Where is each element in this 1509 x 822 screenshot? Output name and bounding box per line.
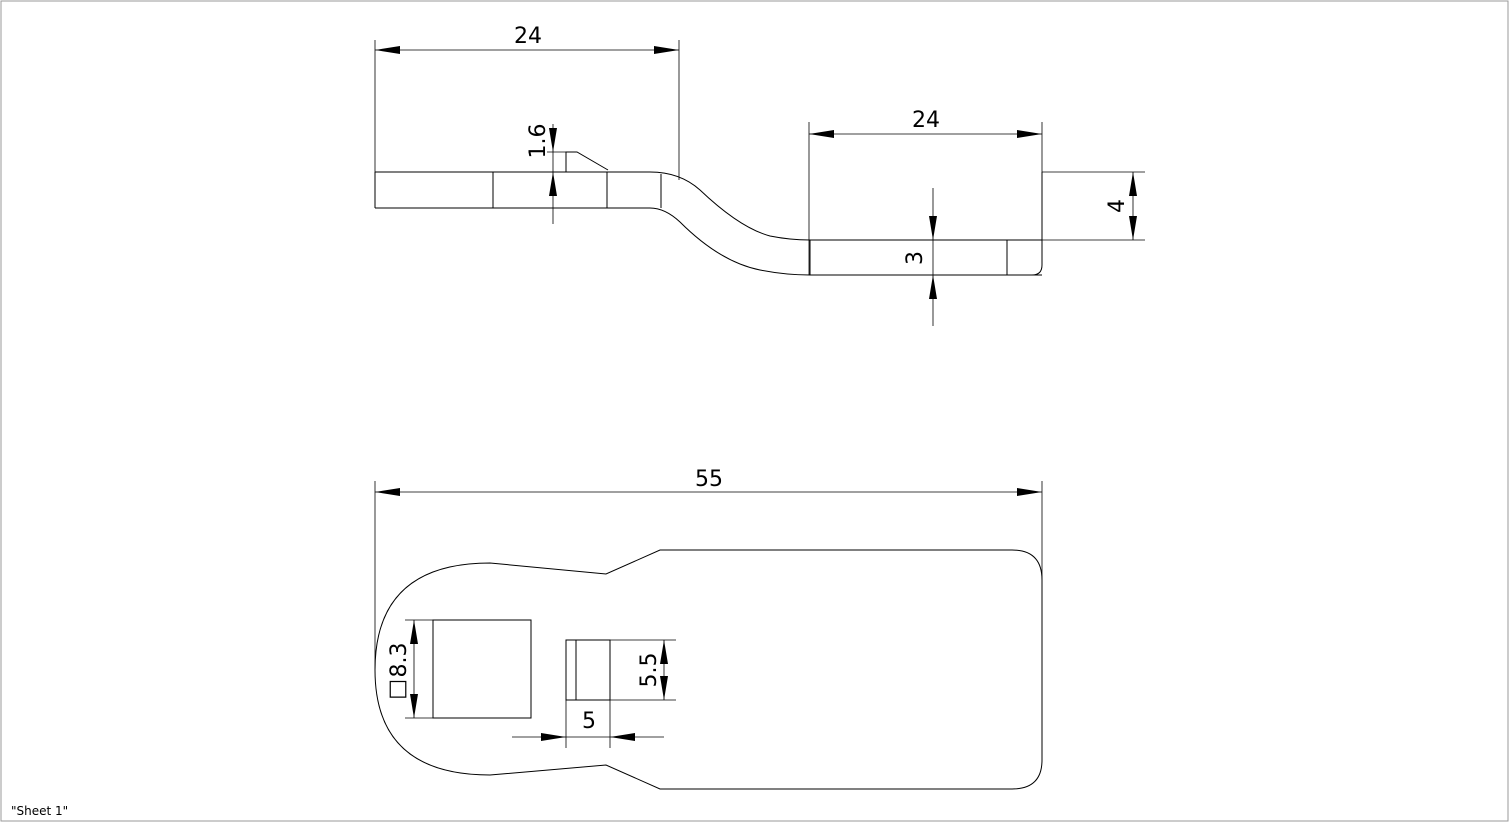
dim-side-left-length: 24 xyxy=(374,24,680,180)
dim-label: 4 xyxy=(1105,199,1130,213)
dim-label: 55 xyxy=(695,467,723,492)
dim-label: 24 xyxy=(514,24,542,49)
dim-label: 1.6 xyxy=(526,124,551,159)
dim-square-hole-size: 8.3 □ xyxy=(387,619,433,719)
slot xyxy=(565,639,676,701)
dim-slot-width: 5 xyxy=(512,700,664,748)
dim-label: 5.5 xyxy=(637,653,662,688)
sheet-label: "Sheet 1" xyxy=(11,804,68,818)
square-hole xyxy=(432,619,532,719)
dim-label: 24 xyxy=(912,108,940,133)
dim-slot-height: 5.5 xyxy=(637,640,668,700)
top-view: 55 8.3 □ 5.5 5 xyxy=(374,467,1043,790)
dim-side-end-thickness: 3 xyxy=(903,188,937,326)
dim-top-total-length: 55 xyxy=(374,467,1043,670)
dim-label: 8.3 xyxy=(387,643,412,678)
square-symbol: □ xyxy=(388,676,409,701)
dim-side-thickness: 1.6 xyxy=(526,124,566,224)
dim-label: 5 xyxy=(582,709,596,734)
side-view: 24 24 1.6 4 xyxy=(374,24,1145,326)
dim-label: 3 xyxy=(903,251,928,265)
dim-side-offset: 4 xyxy=(1042,171,1145,241)
part-outline xyxy=(374,549,1043,790)
dim-side-right-length: 24 xyxy=(808,108,1043,275)
